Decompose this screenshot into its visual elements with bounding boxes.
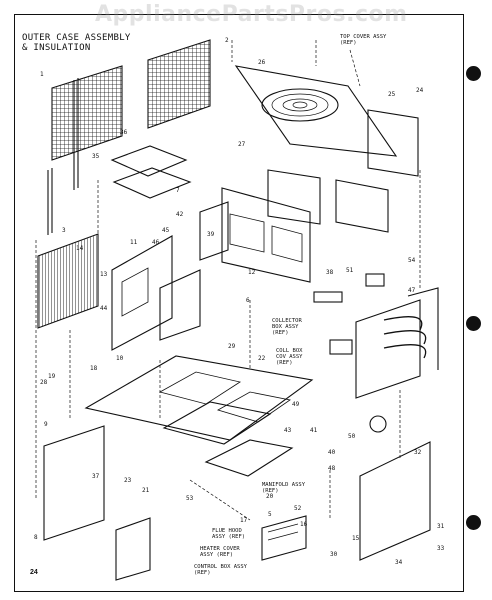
binder-hole-bottom (466, 515, 481, 530)
insulation-pad-lower (112, 167, 192, 199)
callout-15: 15 (352, 535, 360, 542)
callout-26: 26 (258, 59, 266, 66)
block-39 (365, 273, 385, 287)
callout-48: 48 (328, 465, 336, 472)
callout-20: 20 (266, 493, 274, 500)
callout-43: 43 (284, 427, 292, 434)
access-door (115, 517, 151, 581)
callout-36: 36 (120, 129, 128, 136)
callout-35: 35 (92, 153, 100, 160)
insulation-pad-top (110, 145, 188, 177)
callout-3: 3 (62, 227, 66, 234)
callout-52: 52 (294, 505, 302, 512)
drawing-frame (14, 14, 464, 592)
base-pan (84, 355, 314, 441)
collector-box (313, 291, 343, 303)
callout-27: 27 (238, 141, 246, 148)
callout-9: 9 (44, 421, 48, 428)
control-box-label: CONTROL BOX ASSY (REF) (194, 564, 247, 576)
coll-box-cover-label: COLL BOX COV ASSY (REF) (276, 348, 303, 366)
heat-exchanger (355, 299, 421, 399)
callout-34: 34 (395, 559, 403, 566)
top-cover (234, 65, 398, 157)
filter-panel (367, 109, 419, 177)
callout-7: 7 (176, 187, 180, 194)
callout-29: 29 (228, 343, 236, 350)
top-cover-label: TOP COVER ASSY (REF) (340, 34, 387, 46)
callout-31: 31 (437, 523, 445, 530)
callout-45: 45 (162, 227, 170, 234)
bottom-left-panel (43, 425, 105, 541)
callout-14: 14 (76, 245, 84, 252)
callout-44: 44 (100, 305, 108, 312)
control-box (261, 515, 307, 561)
callout-5: 5 (268, 511, 272, 518)
bracket-45 (159, 269, 201, 341)
fan-guard (261, 88, 339, 122)
callout-30: 30 (330, 551, 338, 558)
lower-louver-panel (37, 233, 99, 329)
callout-6: 6 (246, 297, 250, 304)
callout-50: 50 (348, 433, 356, 440)
callout-42: 42 (176, 211, 184, 218)
callout-51: 51 (346, 267, 354, 274)
callout-23: 23 (124, 477, 132, 484)
callout-2: 2 (225, 37, 229, 44)
callout-40: 40 (328, 449, 336, 456)
corner-post (73, 78, 79, 190)
watermark: AppliancePartsPros.com (95, 2, 408, 27)
callout-38: 38 (326, 269, 334, 276)
callout-47: 47 (408, 287, 416, 294)
side-louver-panel-left (51, 65, 123, 161)
callout-13: 13 (100, 271, 108, 278)
burner-bracket (407, 287, 439, 370)
callout-28: 28 (40, 379, 48, 386)
access-panel-left (267, 169, 321, 225)
right-side-panel (359, 441, 431, 561)
callout-16: 16 (300, 521, 308, 528)
divider-panel (221, 187, 311, 283)
callout-32: 32 (414, 449, 422, 456)
diagram-title-line1: OUTER CASE ASSEMBLY (22, 33, 131, 43)
callout-53: 53 (186, 495, 194, 502)
callout-25: 25 (388, 91, 396, 98)
callout-19: 19 (48, 373, 56, 380)
blower-motor (369, 415, 387, 433)
callout-39: 39 (207, 231, 215, 238)
callout-54: 54 (408, 257, 416, 264)
callout-41: 41 (310, 427, 318, 434)
front-panel (111, 235, 173, 351)
side-louver-panel-right (147, 39, 211, 129)
collector-box-label: COLLECTOR BOX ASSY (REF) (272, 318, 302, 336)
inner-base-tray (162, 401, 272, 445)
flue-hood-label: FLUE HOOD ASSY (REF) (212, 528, 246, 540)
callout-11: 11 (130, 239, 138, 246)
callout-24: 24 (416, 87, 424, 94)
callout-33: 33 (437, 545, 445, 552)
binder-hole-middle (466, 316, 481, 331)
bracket-42 (199, 201, 229, 261)
callout-49: 49 (292, 401, 300, 408)
vertical-strip (47, 168, 53, 235)
diagram-title-line2: & INSULATION (22, 43, 91, 53)
callout-22: 22 (258, 355, 266, 362)
binder-hole-top (466, 66, 481, 81)
callout-8: 8 (34, 534, 38, 541)
callout-12: 12 (248, 269, 256, 276)
lower-tray (204, 439, 294, 477)
callout-46: 46 (152, 239, 160, 246)
callout-17: 17 (240, 517, 248, 524)
callout-37: 37 (92, 473, 100, 480)
callout-10: 10 (116, 355, 124, 362)
access-panel-right (335, 179, 389, 233)
manifold-label: MANIFOLD ASSY (REF) (262, 482, 306, 494)
callout-21: 21 (142, 487, 150, 494)
coll-box-cover (329, 339, 353, 355)
callout-1: 1 (40, 71, 44, 78)
heater-cover-label: HEATER COVER ASSY (REF) (200, 546, 240, 558)
callout-18: 18 (90, 365, 98, 372)
page-number: 24 (30, 569, 38, 576)
